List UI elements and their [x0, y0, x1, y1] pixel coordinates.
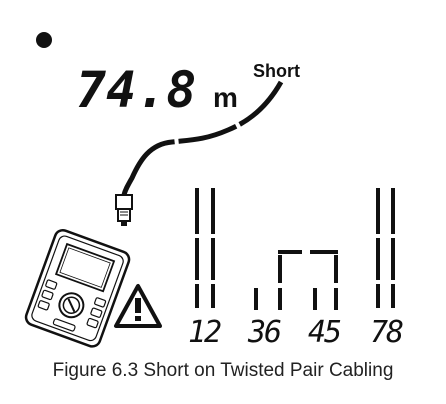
- pair-78-bar-7b: [376, 238, 380, 280]
- cable-tester-icon: [24, 229, 131, 348]
- pair-36-bar-6: [278, 255, 282, 283]
- pair-12-bar-2c: [211, 284, 215, 308]
- short-bridge-right: [310, 250, 338, 254]
- pair-78-bar-8c: [391, 284, 395, 308]
- pair-label-36: 36: [247, 315, 281, 350]
- lcd-figure: 74.8 m Short: [24, 32, 405, 350]
- distance-value: 74.8: [76, 61, 196, 119]
- status-dot-icon: [36, 32, 52, 48]
- pair-12-bar-2: [211, 188, 215, 234]
- pair-36-bar-6b: [278, 288, 282, 310]
- figure-caption: Figure 6.3 Short on Twisted Pair Cabling: [52, 360, 394, 381]
- pair-12-bar-2b: [211, 238, 215, 280]
- pair-45-bar-4: [313, 288, 317, 310]
- pair-78-bar-8: [391, 188, 395, 234]
- pair-label-45: 45: [308, 315, 341, 350]
- pair-12-bar-1c: [195, 284, 199, 308]
- pair-36-bar-3: [254, 288, 258, 310]
- rj45-plug-icon: [115, 194, 133, 226]
- pair-label-12: 12: [188, 315, 221, 350]
- pair-label-78: 78: [370, 315, 403, 350]
- warning-triangle-icon: [114, 284, 162, 328]
- pair-78-bar-8b: [391, 238, 395, 280]
- pair-bars: [195, 188, 395, 310]
- pair-78-bar-7c: [376, 284, 380, 308]
- fault-label: Short: [253, 61, 300, 81]
- pair-12-bar-1b: [195, 238, 199, 280]
- pair-45-bar-5: [334, 255, 338, 283]
- cable: [121, 80, 284, 196]
- pair-78-bar-7: [376, 188, 380, 234]
- pair-12-bar-1: [195, 188, 199, 234]
- pair-45-bar-5b: [334, 288, 338, 310]
- distance-unit: m: [213, 82, 238, 113]
- short-bridge-left: [278, 250, 302, 254]
